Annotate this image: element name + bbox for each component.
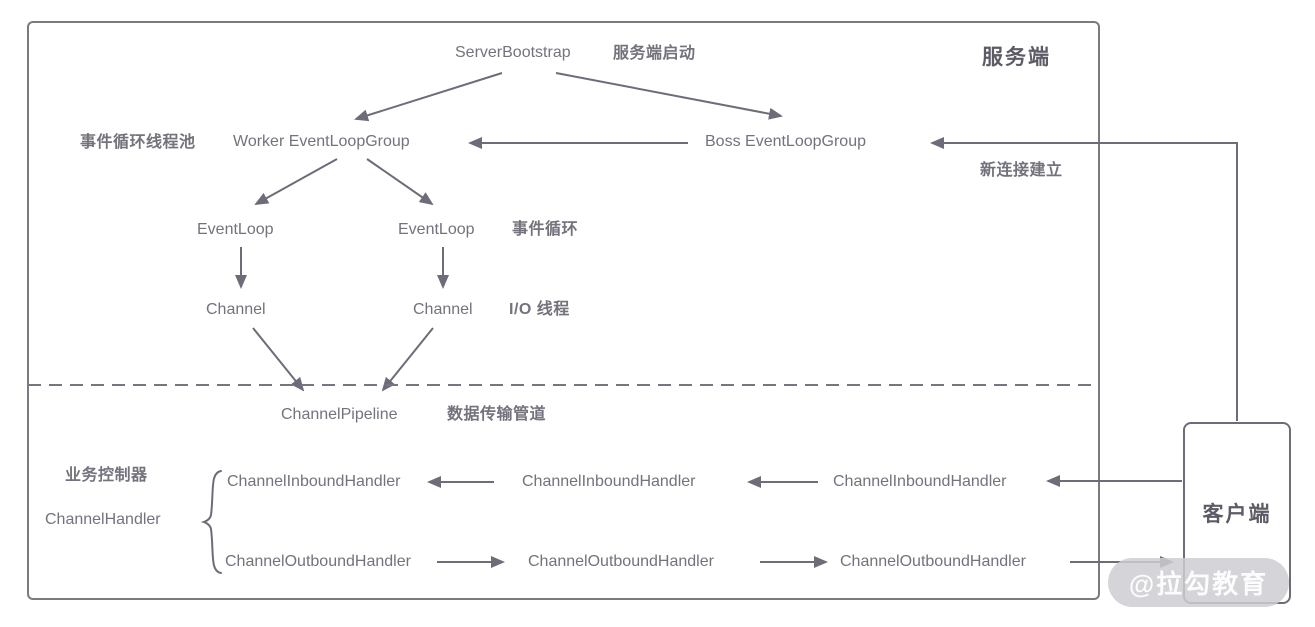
annotation-io-thread: I/O 线程 (509, 301, 570, 318)
client-side-title: 客户端 (1202, 503, 1272, 526)
node-worker-eventloopgroup: Worker EventLoopGroup (233, 133, 410, 150)
node-server-bootstrap: ServerBootstrap (455, 44, 571, 61)
annotation-business-controller: 业务控制器 (65, 467, 148, 484)
annotation-server-startup: 服务端启动 (613, 45, 696, 62)
arrow-worker-to-eventloop-2 (366, 158, 434, 206)
node-inbound-handler-1: ChannelInboundHandler (227, 473, 401, 490)
annotation-event-loop: 事件循环 (512, 221, 579, 238)
arrow-bootstrap-to-boss (555, 72, 783, 120)
server-side-title: 服务端 (982, 46, 1051, 69)
channelhandler-brace (200, 470, 222, 574)
server-panel-box (27, 21, 1100, 600)
annotation-event-loop-pool: 事件循环线程池 (80, 134, 196, 151)
node-inbound-handler-2: ChannelInboundHandler (522, 473, 696, 490)
node-channel-2: Channel (413, 301, 473, 318)
arrow-client-to-boss (930, 137, 1238, 421)
node-eventloop-2: EventLoop (398, 221, 475, 238)
node-inbound-handler-3: ChannelInboundHandler (833, 473, 1007, 490)
node-channel-handler: ChannelHandler (45, 511, 161, 528)
arrow-channel2-to-pipeline (381, 327, 434, 392)
node-channel-pipeline: ChannelPipeline (281, 406, 398, 423)
node-outbound-handler-3: ChannelOutboundHandler (840, 553, 1026, 570)
annotation-new-connection: 新连接建立 (980, 162, 1063, 179)
arrow-channel1-to-pipeline (252, 327, 305, 392)
node-outbound-handler-1: ChannelOutboundHandler (225, 553, 411, 570)
node-eventloop-1: EventLoop (197, 221, 274, 238)
node-channel-1: Channel (206, 301, 266, 318)
arrow-worker-to-eventloop-1 (254, 158, 338, 205)
watermark-text: @拉勾教育 (1128, 569, 1269, 599)
node-outbound-handler-2: ChannelOutboundHandler (528, 553, 714, 570)
watermark-badge: @拉勾教育 (1108, 558, 1289, 607)
node-boss-eventloopgroup: Boss EventLoopGroup (705, 133, 866, 150)
arrow-bootstrap-to-worker (354, 72, 503, 122)
annotation-data-pipeline: 数据传输管道 (447, 406, 547, 423)
